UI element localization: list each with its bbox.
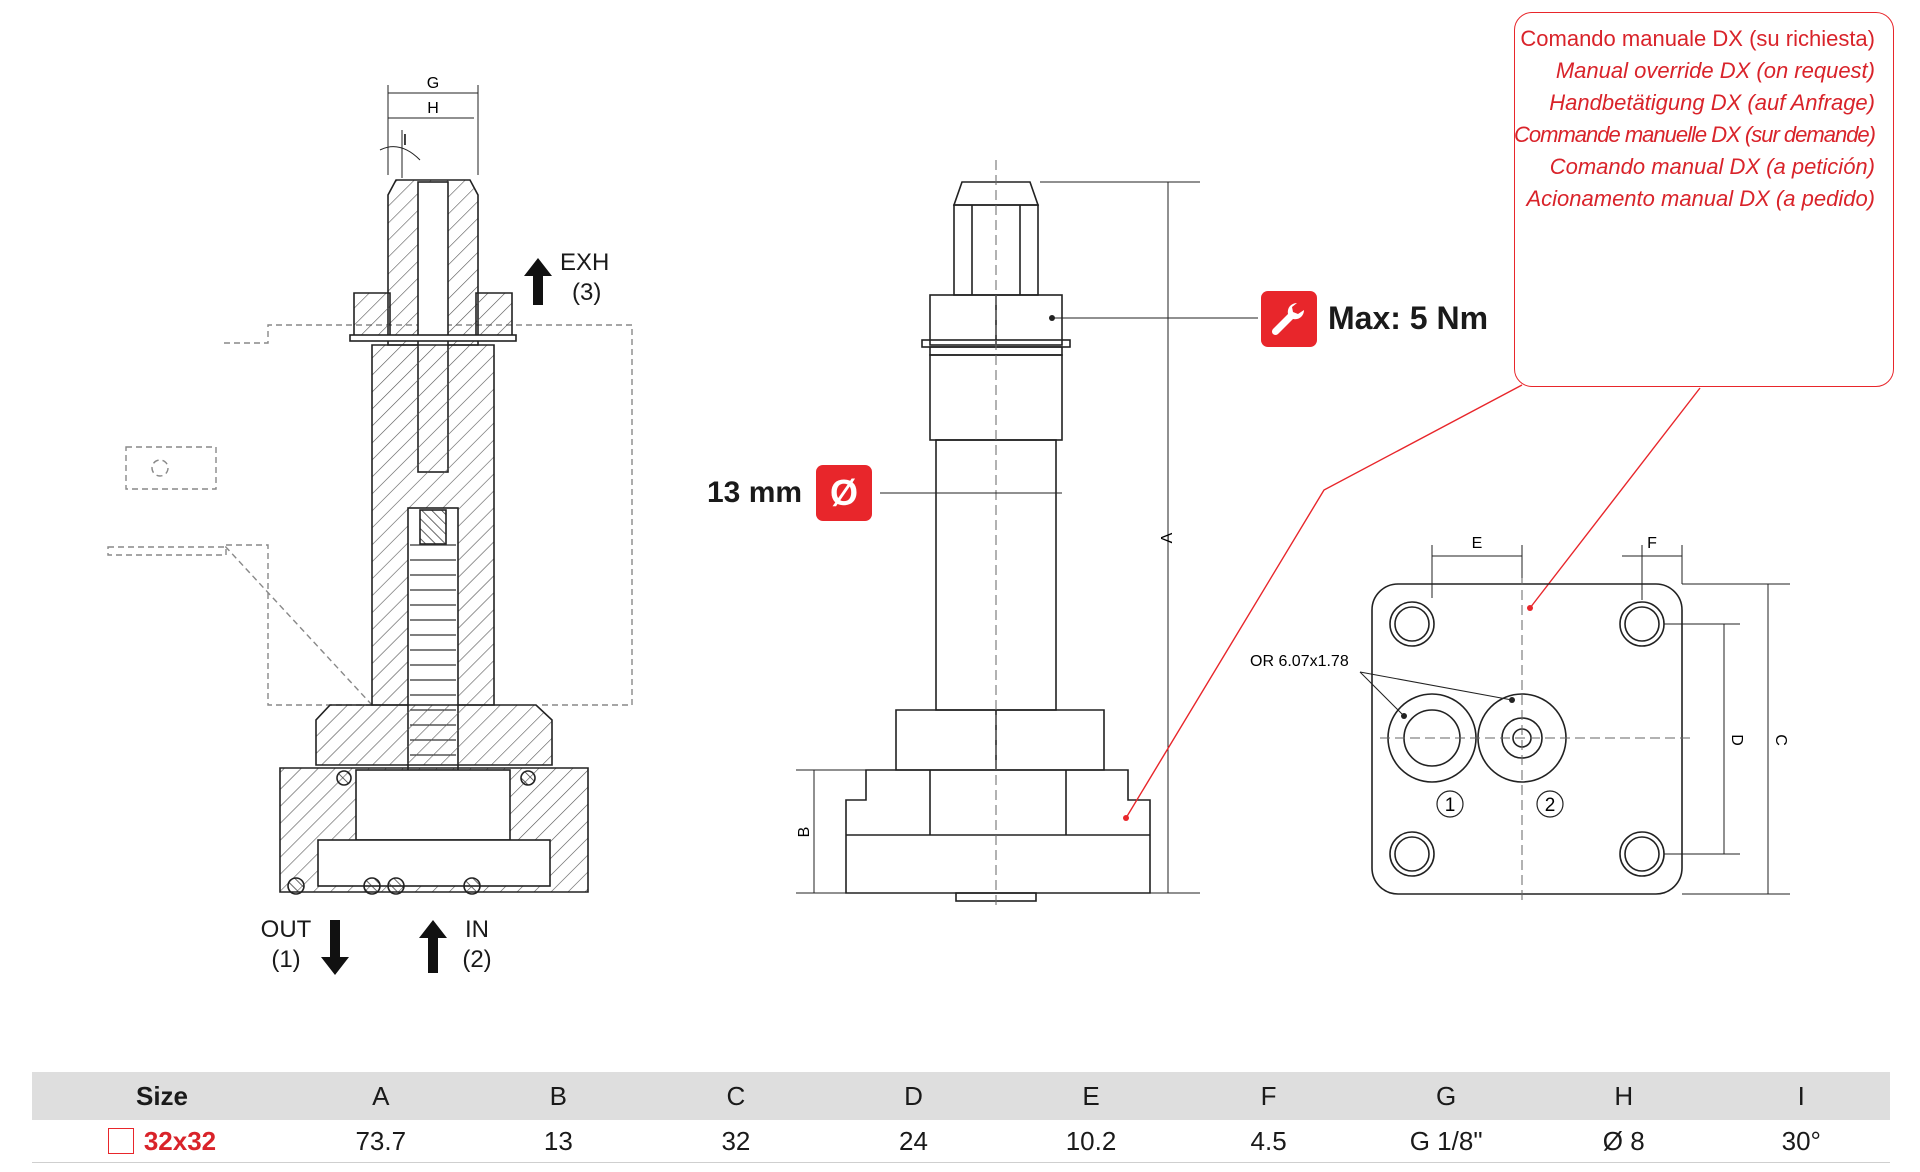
arrow-up-icon bbox=[419, 920, 447, 973]
dimensions-table: Size A B C D E F G H I 32x32 73.7 13 32 … bbox=[32, 1072, 1890, 1163]
cell-f: 4.5 bbox=[1250, 1125, 1287, 1156]
callout-line-de: Handbetätigung DX (auf Anfrage) bbox=[1549, 90, 1875, 115]
callout-line-en: Manual override DX (on request) bbox=[1555, 58, 1875, 83]
oring-label: OR 6.07x1.78 bbox=[1250, 653, 1349, 670]
header-e: E bbox=[1082, 1080, 1100, 1111]
row-size-cell: 32x32 bbox=[32, 1126, 292, 1157]
dim-label-d: D bbox=[1728, 734, 1745, 746]
table-row: 32x32 73.7 13 32 24 10.2 4.5 G 1/8" Ø 8 … bbox=[32, 1120, 1890, 1163]
dim-label-f: F bbox=[1647, 535, 1657, 552]
torque-badge bbox=[1261, 291, 1317, 347]
port-out: OUT (1) bbox=[254, 915, 318, 975]
port-exh-name: EXH bbox=[560, 249, 610, 276]
header-b: B bbox=[549, 1080, 568, 1111]
dim-label-e: E bbox=[1472, 535, 1483, 552]
port-in-num: (2) bbox=[462, 946, 492, 973]
header-h: H bbox=[1614, 1080, 1634, 1111]
dim-label-a: A bbox=[1159, 532, 1176, 543]
port-in: IN (2) bbox=[452, 915, 502, 975]
dim-label-b: B bbox=[796, 827, 813, 838]
cell-c: 32 bbox=[721, 1125, 751, 1156]
arrow-down-icon bbox=[321, 920, 349, 975]
dim-label-g: G bbox=[427, 75, 439, 92]
header-g: G bbox=[1436, 1080, 1457, 1111]
manual-override-callout: Comando manuale DX (su richiesta) Manual… bbox=[1514, 12, 1894, 387]
port-in-name: IN bbox=[465, 916, 489, 943]
arrow-up-icon bbox=[524, 258, 552, 305]
size-checkbox[interactable] bbox=[107, 1128, 134, 1154]
cell-e: 10.2 bbox=[1065, 1125, 1117, 1156]
valve-top-view bbox=[1359, 545, 1790, 900]
port-exh: EXH (3) bbox=[560, 248, 620, 308]
valve-side-view bbox=[796, 160, 1258, 905]
dim-label-i: I bbox=[403, 132, 407, 149]
cell-h: Ø 8 bbox=[1602, 1125, 1645, 1156]
header-d: D bbox=[904, 1080, 923, 1111]
header-f: F bbox=[1260, 1080, 1277, 1111]
diameter-value: 13 mm bbox=[707, 476, 803, 509]
port-number-1: 1 bbox=[1445, 795, 1456, 816]
callout-line-pt: Acionamento manual DX (a pedido) bbox=[1526, 186, 1875, 211]
header-size: Size bbox=[135, 1080, 189, 1111]
cell-b: 13 bbox=[543, 1125, 573, 1156]
port-out-name: OUT bbox=[260, 916, 312, 943]
cell-g: G 1/8" bbox=[1409, 1125, 1483, 1156]
port-exh-num: (3) bbox=[572, 279, 602, 306]
cell-d: 24 bbox=[899, 1125, 928, 1156]
row-size: 32x32 bbox=[143, 1125, 217, 1156]
cell-i: 30° bbox=[1781, 1125, 1821, 1156]
cell-a: 73.7 bbox=[355, 1125, 407, 1156]
port-number-2: 2 bbox=[1545, 795, 1556, 816]
callout-line-fr: Commande manuelle DX (sur demande) bbox=[1514, 122, 1876, 147]
valve-cross-section bbox=[107, 85, 633, 895]
diameter-icon: Ø bbox=[816, 465, 872, 521]
dim-label-c: C bbox=[1772, 734, 1789, 746]
header-c: C bbox=[726, 1080, 746, 1111]
header-i: I bbox=[1797, 1080, 1805, 1111]
header-a: A bbox=[372, 1080, 390, 1111]
torque-label: Max: 5 Nm bbox=[1328, 300, 1489, 336]
dim-label-h: H bbox=[427, 100, 439, 117]
wrench-icon bbox=[1271, 302, 1305, 336]
table-header: Size A B C D E F G H I bbox=[32, 1072, 1890, 1120]
callout-line-es: Comando manual DX (a petición) bbox=[1549, 154, 1875, 179]
port-out-num: (1) bbox=[271, 946, 301, 973]
callout-line-it: Comando manuale DX (su richiesta) bbox=[1520, 26, 1875, 51]
